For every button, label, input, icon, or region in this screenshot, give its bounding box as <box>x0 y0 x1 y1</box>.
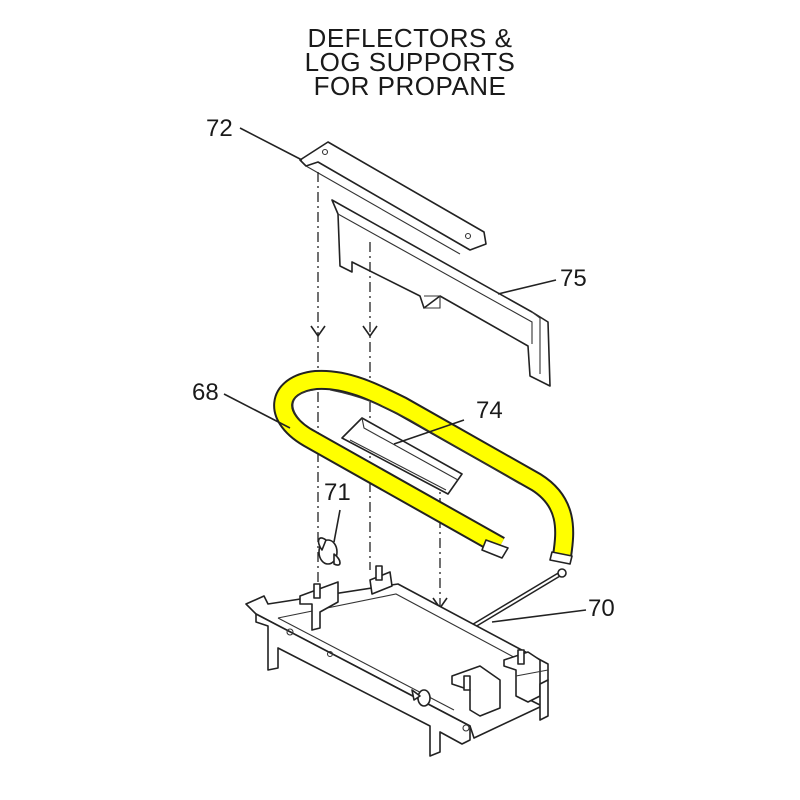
base-pan <box>245 565 549 757</box>
callout-68: 68 <box>192 379 219 406</box>
burner-tube-68 <box>273 369 575 565</box>
leader-lines <box>223 127 587 623</box>
callout-71: 71 <box>324 479 351 506</box>
wing-nut-71 <box>317 537 341 566</box>
diagram-title: DEFLECTORS & LOG SUPPORTS FOR PROPANE <box>240 23 580 101</box>
callout-75: 75 <box>560 265 587 292</box>
deflector-72 <box>299 141 487 255</box>
callout-70: 70 <box>588 595 615 622</box>
title-line-1: DEFLECTORS & <box>307 23 513 53</box>
deflector-74 <box>341 417 463 495</box>
callout-74: 74 <box>476 397 503 424</box>
deflector-75 <box>331 199 551 387</box>
title-line-2: LOG SUPPORTS <box>304 47 516 77</box>
title-line-3: FOR PROPANE <box>313 71 507 101</box>
callout-72: 72 <box>206 115 233 142</box>
rod-70 <box>467 568 567 631</box>
